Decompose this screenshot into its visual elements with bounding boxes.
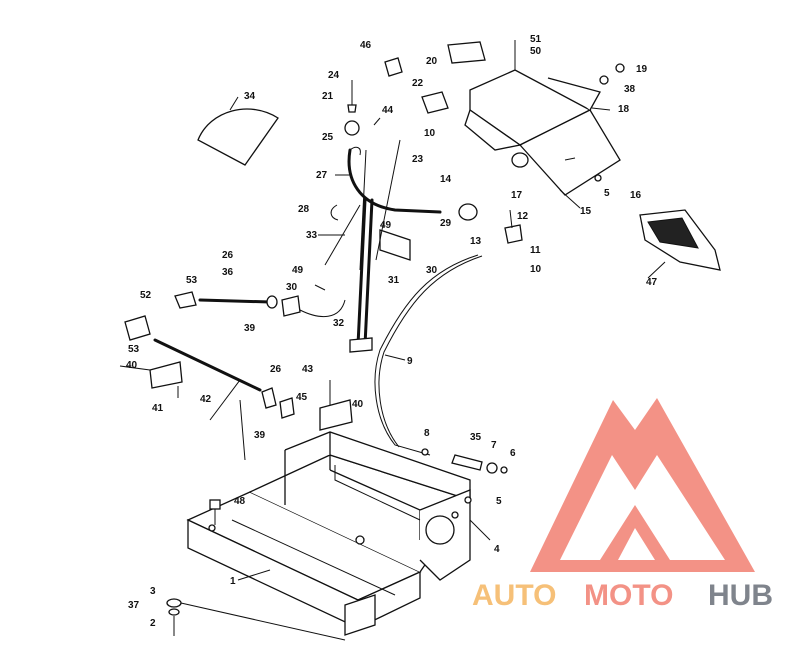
steering-assembly bbox=[324, 80, 478, 353]
callout-10a: 10 bbox=[424, 128, 436, 139]
leader-lines bbox=[119, 96, 666, 581]
callout-40b: 40 bbox=[352, 399, 364, 410]
callout-50: 50 bbox=[530, 46, 542, 57]
callout-51: 51 bbox=[530, 34, 542, 45]
callout-22: 22 bbox=[412, 78, 424, 89]
fasteners-2-3-37 bbox=[166, 598, 346, 641]
callout-19: 19 bbox=[636, 64, 648, 75]
callout-13: 13 bbox=[470, 236, 482, 247]
callout-8: 8 bbox=[424, 428, 430, 439]
callout-26a: 26 bbox=[222, 250, 234, 261]
callout-17: 17 bbox=[511, 190, 523, 201]
console-assembly bbox=[197, 40, 721, 271]
logo-word-hub: HUB bbox=[708, 579, 773, 612]
logo-word-auto: AUTO bbox=[472, 579, 556, 612]
callout-18: 18 bbox=[618, 104, 630, 115]
logo-inner-m bbox=[600, 505, 670, 560]
callout-29: 29 bbox=[440, 218, 452, 229]
callout-30a: 30 bbox=[286, 282, 298, 293]
callout-31: 31 bbox=[388, 275, 400, 286]
callout-37: 37 bbox=[128, 600, 140, 611]
callout-6: 6 bbox=[510, 448, 516, 459]
callout-47: 47 bbox=[646, 277, 658, 288]
callout-24: 24 bbox=[328, 70, 340, 81]
callout-4: 4 bbox=[494, 544, 500, 555]
callout-23: 23 bbox=[412, 154, 424, 165]
callout-38: 38 bbox=[624, 84, 636, 95]
cable-9 bbox=[374, 209, 523, 519]
logo-triangle-inner bbox=[560, 455, 725, 560]
callout-12: 12 bbox=[517, 211, 529, 222]
callout-52: 52 bbox=[140, 290, 152, 301]
callout-49a: 49 bbox=[380, 220, 392, 231]
callout-27: 27 bbox=[316, 170, 328, 181]
callout-11: 11 bbox=[530, 245, 541, 256]
callout-labels: 1 2 3 4 5 5 6 7 8 9 10 10 11 12 13 14 15… bbox=[126, 34, 658, 629]
base-frame bbox=[186, 431, 472, 636]
callout-20: 20 bbox=[426, 56, 438, 67]
callout-36: 36 bbox=[222, 267, 234, 278]
callout-5a: 5 bbox=[496, 496, 502, 507]
callout-46: 46 bbox=[360, 40, 372, 51]
callout-9: 9 bbox=[407, 356, 413, 367]
shift-linkage bbox=[124, 291, 353, 461]
callout-15: 15 bbox=[580, 206, 592, 217]
callout-49b: 49 bbox=[292, 265, 304, 276]
callout-26b: 26 bbox=[270, 364, 282, 375]
logo-word-moto: MOTO bbox=[584, 579, 673, 612]
callout-7: 7 bbox=[491, 440, 497, 451]
callout-44: 44 bbox=[382, 105, 394, 116]
callout-53b: 53 bbox=[128, 344, 140, 355]
callout-35: 35 bbox=[470, 432, 482, 443]
callout-28: 28 bbox=[298, 204, 310, 215]
callout-3: 3 bbox=[150, 586, 156, 597]
callout-33: 33 bbox=[306, 230, 318, 241]
callout-30b: 30 bbox=[426, 265, 438, 276]
callout-43: 43 bbox=[302, 364, 314, 375]
callout-39a: 39 bbox=[244, 323, 256, 334]
bolt-48 bbox=[209, 499, 221, 525]
callout-39b: 39 bbox=[254, 430, 266, 441]
callout-16: 16 bbox=[630, 190, 642, 201]
callout-48: 48 bbox=[234, 496, 246, 507]
callout-21: 21 bbox=[322, 91, 334, 102]
callout-45: 45 bbox=[296, 392, 308, 403]
callout-40a: 40 bbox=[126, 360, 138, 371]
callout-53a: 53 bbox=[186, 275, 198, 286]
callout-2: 2 bbox=[150, 618, 156, 629]
callout-32: 32 bbox=[333, 318, 345, 329]
callout-34: 34 bbox=[244, 91, 256, 102]
callout-5b: 5 bbox=[604, 188, 610, 199]
callout-25: 25 bbox=[322, 132, 334, 143]
callout-41: 41 bbox=[152, 403, 164, 414]
callout-10b: 10 bbox=[530, 264, 542, 275]
automotohub-logo: AUTO MOTO HUB bbox=[472, 398, 773, 612]
callout-1: 1 bbox=[230, 576, 236, 587]
callout-14: 14 bbox=[440, 174, 452, 185]
callout-42: 42 bbox=[200, 394, 212, 405]
